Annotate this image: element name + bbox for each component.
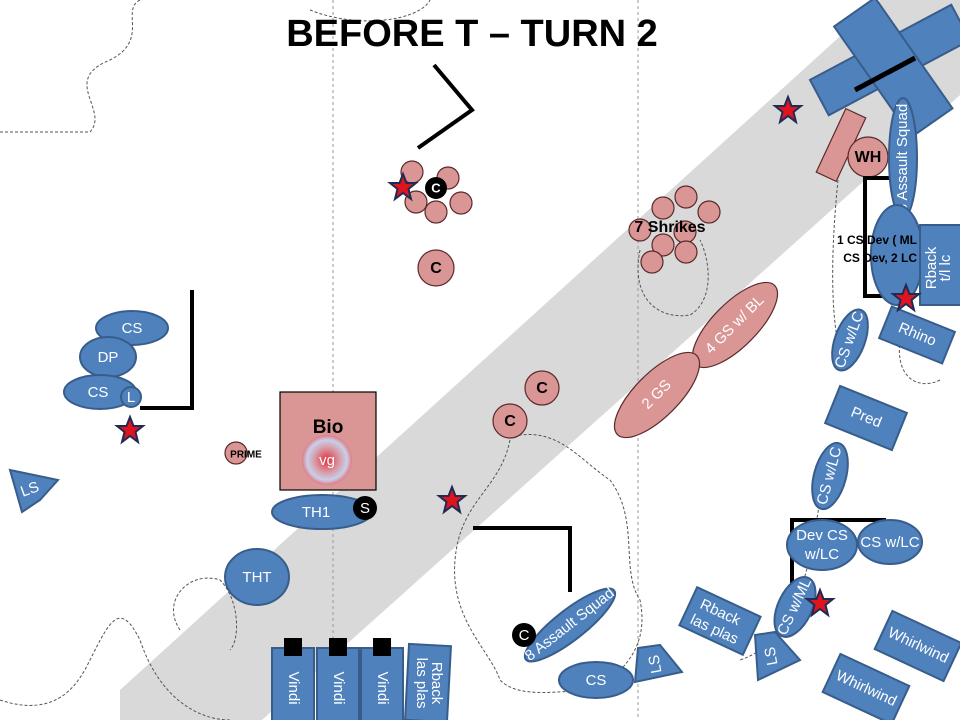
terrain-outline xyxy=(637,239,709,317)
enemy-2gs[interactable] xyxy=(602,340,712,450)
enemy-c[interactable] xyxy=(492,403,528,439)
unit-dev-cs-label-1: Dev CS xyxy=(796,527,848,544)
enemy-c-label: C xyxy=(504,413,516,430)
unit-ls-right-label: LS xyxy=(762,646,782,667)
objective-star-icon xyxy=(890,282,922,313)
enemy-prime[interactable] xyxy=(224,441,248,465)
unit-cs-lc-2[interactable] xyxy=(806,439,855,513)
unit-cs-left-top-label: CS xyxy=(122,320,143,337)
unit-cs-ml[interactable] xyxy=(766,571,824,643)
unit-rback-plas-right[interactable] xyxy=(678,585,762,657)
unit-rback-tl[interactable] xyxy=(919,224,960,306)
unit-vindi-3-label: Vindi xyxy=(374,671,391,704)
objective-star-icon xyxy=(436,484,468,515)
enemy-shrikes-label: 7 Shrikes xyxy=(634,219,705,236)
terrain-outline xyxy=(0,617,231,720)
unit-cs-left-bottom-label: CS xyxy=(88,384,109,401)
unit-assault-squad-top-label: 8 Assault Squad xyxy=(894,104,911,212)
unit-vindi-3[interactable] xyxy=(360,638,404,720)
terrain-outline xyxy=(898,339,941,385)
unit-th1-label: TH1 xyxy=(302,504,330,521)
unit-rback-plas-bottom-label-2: las plas xyxy=(413,658,430,709)
unit-rback-plas-bottom-label-1: Rback xyxy=(428,662,445,705)
page-title: BEFORE T – TURN 2 xyxy=(286,13,658,55)
terrain-outline xyxy=(309,0,431,22)
enemy-bio-label: Bio xyxy=(313,417,344,438)
objective-star-icon xyxy=(387,171,419,202)
unit-rback-tl-label-1: Rback xyxy=(923,246,940,289)
unit-whirlwind-1[interactable] xyxy=(873,609,960,683)
unit-assault-squad-bottom[interactable] xyxy=(517,579,624,672)
marker-s xyxy=(353,496,377,520)
road xyxy=(120,0,960,720)
enemy-vg-template xyxy=(302,435,352,485)
unit-rback-plas-bottom[interactable] xyxy=(403,642,453,720)
enemy-c-label: C xyxy=(430,260,442,277)
terrain-outline xyxy=(0,0,141,133)
unit-vindi-2-label: Vindi xyxy=(330,671,347,704)
objective-star-icon xyxy=(804,587,836,618)
unit-ls-left[interactable] xyxy=(8,468,60,514)
marker-c-black xyxy=(425,177,447,199)
enemy-vg-label: vg xyxy=(319,452,335,469)
unit-cs-lc-3-label: CS w/LC xyxy=(860,534,919,551)
marker-l xyxy=(120,386,142,408)
unit-cs-lc-1[interactable] xyxy=(825,305,875,375)
wall xyxy=(790,518,886,600)
unit-cs-bottom[interactable] xyxy=(558,661,634,699)
unit-tht[interactable] xyxy=(224,548,290,606)
unit-rback-tl-label-2: t/l lc xyxy=(937,254,954,281)
unit-ls-left-label: LS xyxy=(18,478,41,500)
unit-ls-right[interactable] xyxy=(753,630,802,682)
marker-l-label: L xyxy=(127,389,135,406)
unit-whirlwind-2[interactable] xyxy=(821,652,911,720)
enemy-wh-label: WH xyxy=(855,149,882,166)
objective-star-icon xyxy=(772,94,804,125)
enemy-c[interactable] xyxy=(524,370,560,406)
marker-c-black-label: C xyxy=(519,627,530,644)
marker-s-label: S xyxy=(360,500,370,517)
unit-cs-dev-label-2: CS Dev, 2 LC xyxy=(843,251,917,265)
unit-dev-cs-label-2: w/LC xyxy=(804,546,839,563)
unit-cs-bottom-label: CS xyxy=(586,672,607,689)
terrain-outline xyxy=(173,577,238,651)
unit-tht-label: THT xyxy=(242,569,271,586)
unit-rhino[interactable] xyxy=(877,305,957,365)
wall xyxy=(473,526,572,592)
wall xyxy=(416,63,475,150)
unit-cs-lc-3[interactable] xyxy=(857,519,923,565)
unit-ls-bottom-label: LS xyxy=(646,654,666,675)
unit-vindi-2[interactable] xyxy=(316,638,360,720)
building-top-right xyxy=(808,0,960,139)
wall xyxy=(140,290,194,410)
unit-dev-cs[interactable] xyxy=(786,519,858,571)
enemy-prime-label: PRIME xyxy=(230,450,262,461)
unit-dp-label: DP xyxy=(98,349,119,366)
marker-c-black-label: C xyxy=(431,180,441,195)
unit-assault-squad-bottom-label: 8 Assault Squad xyxy=(522,585,618,665)
unit-cs-dev-label-1: 1 CS Dev ( ML xyxy=(837,233,917,247)
unit-pred[interactable] xyxy=(823,384,909,452)
unit-vindi-1-label: Vindi xyxy=(285,671,302,704)
enemy-c[interactable] xyxy=(417,249,455,287)
enemy-shrikes[interactable] xyxy=(628,185,721,274)
enemy-c-label: C xyxy=(536,380,548,397)
marker-c-black xyxy=(512,623,536,647)
unit-ls-bottom[interactable] xyxy=(633,643,684,684)
unit-vindi-1[interactable] xyxy=(271,638,315,720)
objective-star-icon xyxy=(114,414,146,445)
